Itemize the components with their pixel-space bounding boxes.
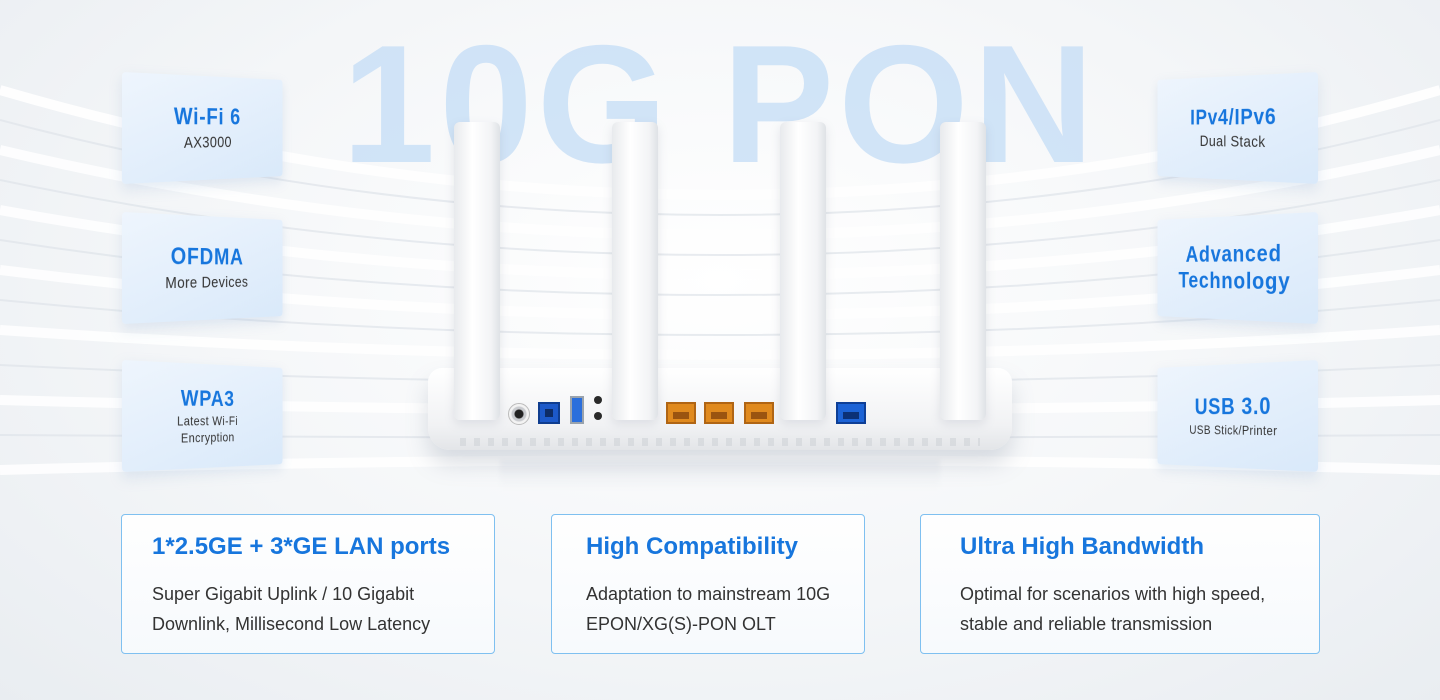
lan-port [666,402,696,424]
feature-card-usb3: USB 3.0 USB Stick/Printer [1157,360,1318,472]
feature-subtitle: Dual Stack [1200,132,1266,153]
usb-port [570,396,584,424]
info-box-text: Super Gigabit Uplink / 10 Gigabit Downli… [152,579,464,639]
feature-subtitle: More Devices [165,272,248,293]
info-box-bandwidth: Ultra High Bandwidth Optimal for scenari… [920,514,1320,654]
feature-title: Wi-Fi 6 [174,103,241,130]
router-vents [460,438,980,446]
info-box-compatibility: High Compatibility Adaptation to mainstr… [551,514,865,654]
pon-port [538,402,560,424]
antenna [454,122,500,420]
feature-card-wifi6: Wi-Fi 6 AX3000 [122,72,283,184]
feature-title: Advanced Technology [1165,239,1309,296]
feature-title: WPA3 [181,385,235,411]
info-box-title: Ultra High Bandwidth [960,533,1289,561]
feature-card-ipv6: IPv4/IPv6 Dual Stack [1157,72,1318,184]
lan-port [744,402,774,424]
antenna [940,122,986,420]
feature-subtitle: Latest Wi-Fi Encryption [161,413,252,447]
feature-title: IPv4/IPv6 [1190,104,1276,131]
feature-card-ofdma: OFDMA More Devices [122,212,283,324]
antenna [612,122,658,420]
reset-button [594,412,602,420]
feature-title: OFDMA [171,243,244,271]
info-box-lan-ports: 1*2.5GE + 3*GE LAN ports Super Gigabit U… [121,514,495,654]
info-box-title: 1*2.5GE + 3*GE LAN ports [152,533,464,561]
info-box-title: High Compatibility [586,533,834,561]
router-reflection [500,460,940,490]
wan-port [836,402,866,424]
power-jack [508,403,530,425]
feature-subtitle: AX3000 [184,132,232,152]
feature-card-advanced-technology: Advanced Technology [1157,212,1318,324]
feature-subtitle: USB Stick/Printer [1189,422,1277,439]
antenna [780,122,826,420]
info-box-text: Optimal for scenarios with high speed, s… [960,579,1289,639]
status-led [594,396,602,404]
feature-title: USB 3.0 [1195,393,1272,421]
info-box-text: Adaptation to mainstream 10G EPON/XG(S)-… [586,579,834,639]
feature-card-wpa3: WPA3 Latest Wi-Fi Encryption [122,360,283,472]
router-image [420,120,1020,500]
lan-port [704,402,734,424]
